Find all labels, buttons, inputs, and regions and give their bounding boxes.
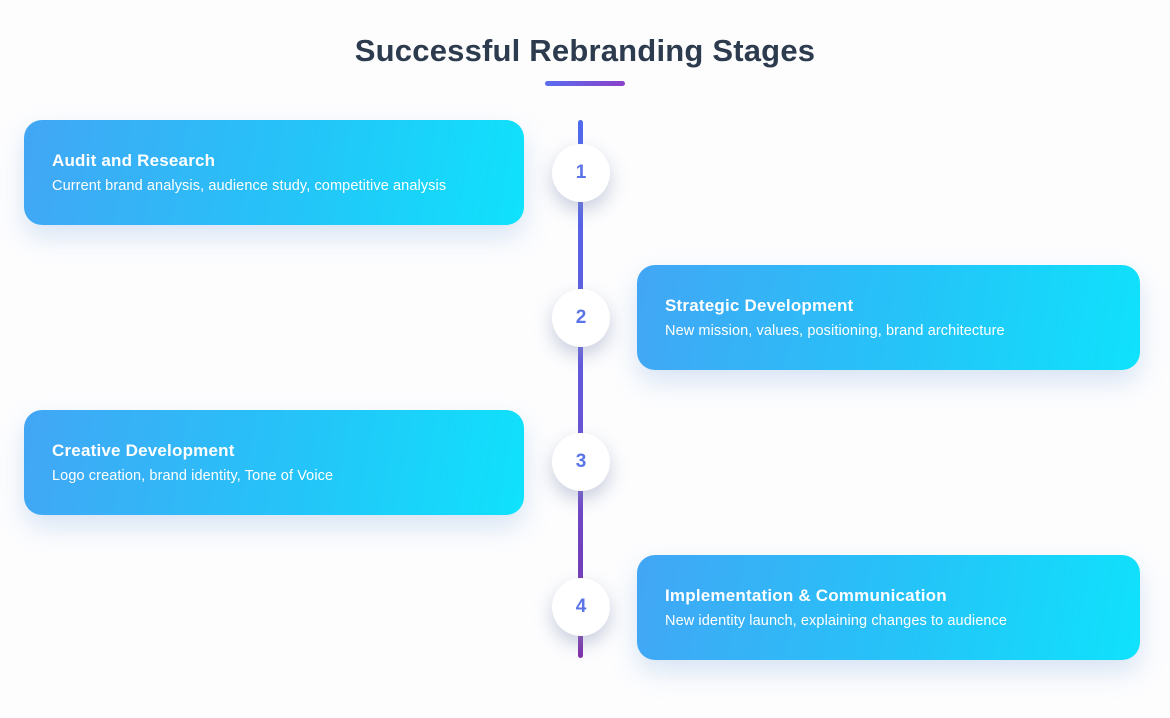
- page-title: Successful Rebranding Stages: [354, 33, 816, 68]
- stage-card-strategic-development: Strategic Development New mission, value…: [637, 265, 1140, 370]
- stage-node-4: 4: [552, 578, 610, 636]
- stage-card-implementation-communication: Implementation & Communication New ident…: [637, 555, 1140, 660]
- stage-number: 4: [575, 596, 587, 617]
- stage-card-title: Creative Development: [52, 441, 235, 460]
- title-underline: [545, 81, 625, 86]
- stage-card-description: New mission, values, positioning, brand …: [665, 323, 1005, 339]
- stage-card-title: Implementation & Communication: [665, 586, 947, 605]
- stage-card-description: Current brand analysis, audience study, …: [52, 178, 447, 194]
- stage-node-3: 3: [552, 433, 610, 491]
- stage-number: 3: [575, 451, 587, 472]
- stage-card-title: Audit and Research: [52, 151, 216, 170]
- stage-card-audit-and-research: Audit and Research Current brand analysi…: [24, 120, 524, 225]
- stage-number: 2: [575, 307, 587, 328]
- stage-card-description: Logo creation, brand identity, Tone of V…: [52, 468, 334, 484]
- stage-card-title: Strategic Development: [665, 296, 854, 315]
- stage-card-description: New identity launch, explaining changes …: [665, 613, 1008, 629]
- stage-number: 1: [575, 162, 587, 183]
- stage-card-creative-development: Creative Development Logo creation, bran…: [24, 410, 524, 515]
- stage-node-2: 2: [552, 289, 610, 347]
- header: Successful Rebranding Stages: [0, 0, 1170, 86]
- stage-node-1: 1: [552, 144, 610, 202]
- timeline-line: [578, 120, 583, 658]
